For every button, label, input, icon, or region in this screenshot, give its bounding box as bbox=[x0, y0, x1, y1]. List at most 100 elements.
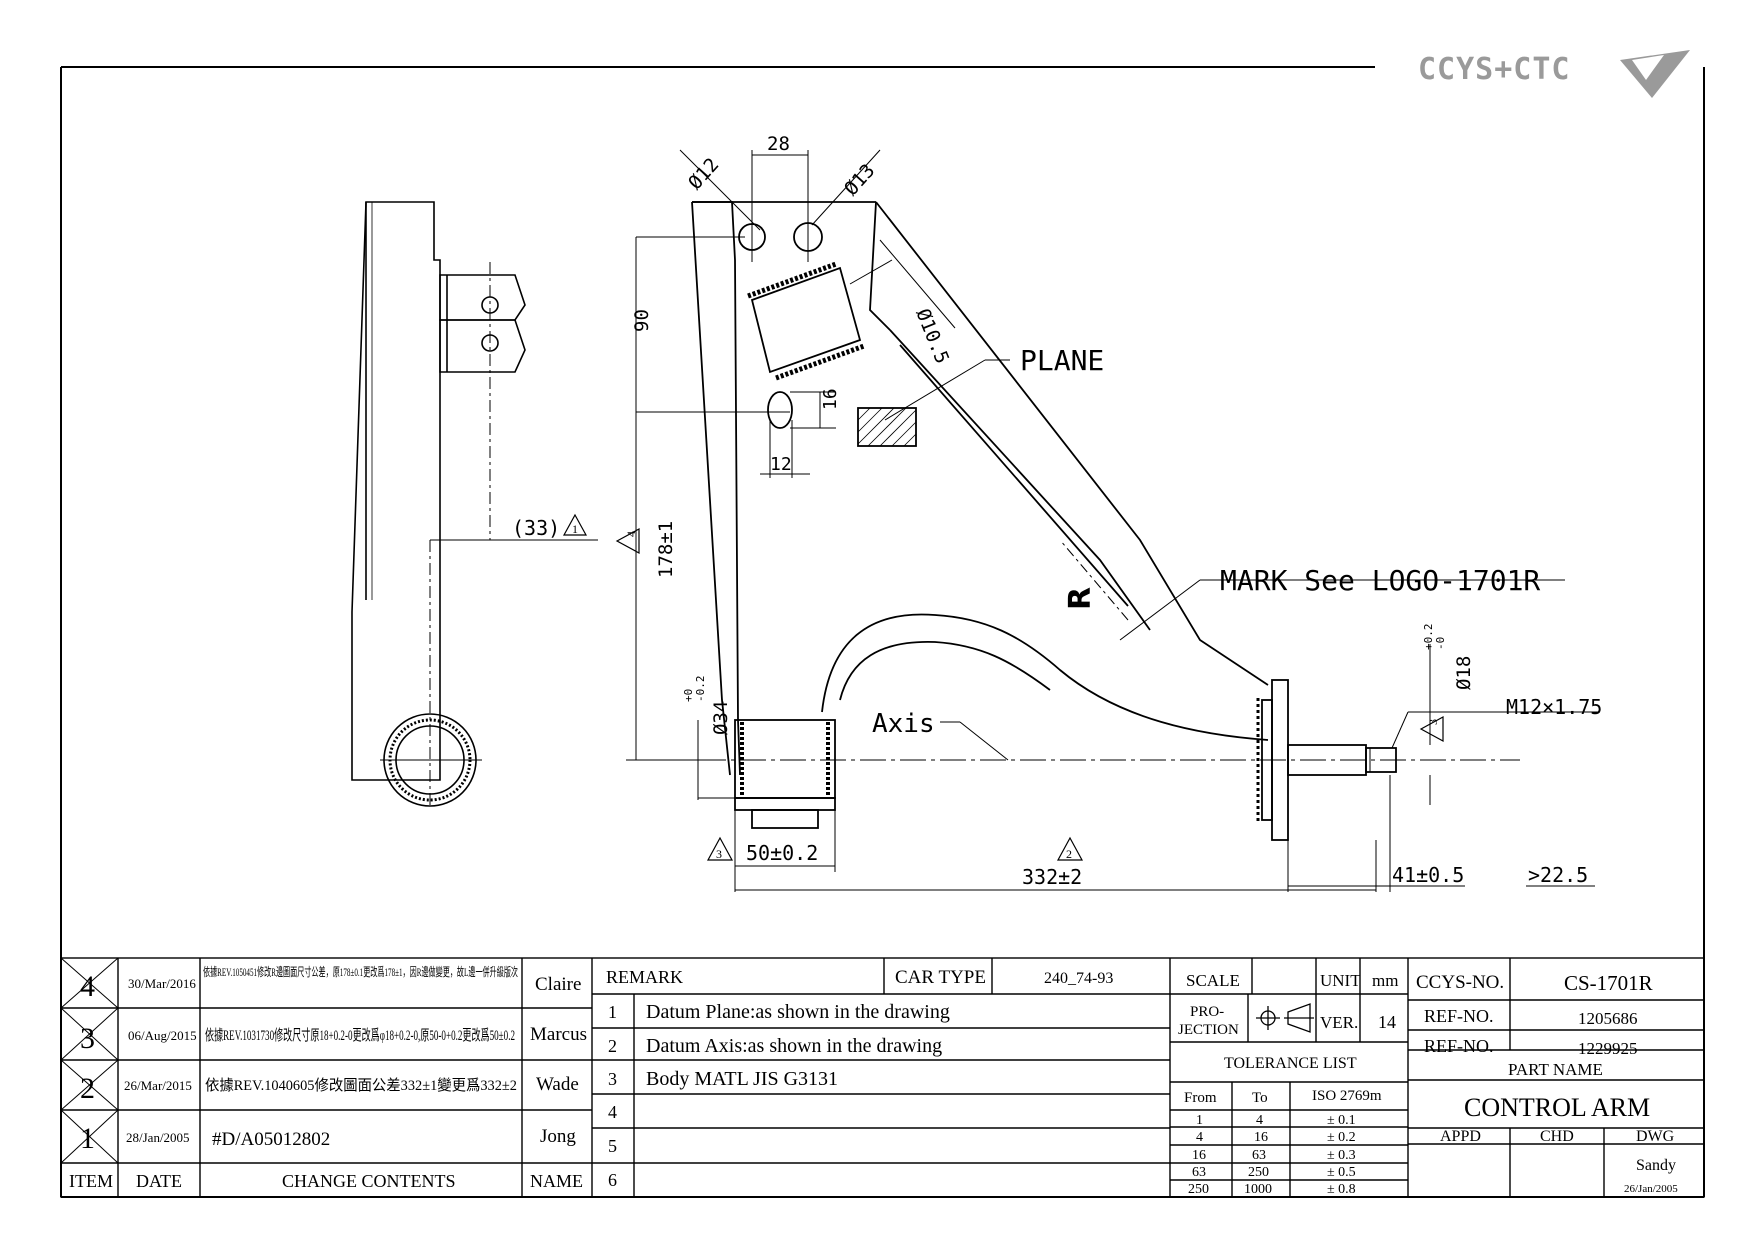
rev-date-3: 06/Aug/2015 bbox=[128, 1028, 197, 1043]
revision-marker-numbers: 4 3 2 3 bbox=[624, 531, 1440, 861]
control-arm-outline bbox=[691, 201, 1397, 841]
tol-from-1: 1 bbox=[1196, 1113, 1203, 1128]
dim-axis: Axis bbox=[872, 709, 935, 739]
tol-from-3: 16 bbox=[1192, 1148, 1206, 1163]
dim-d18-tol-dn: -0 bbox=[1434, 637, 1447, 650]
remark-label: REMARK bbox=[606, 967, 683, 987]
dwg-label: DWG bbox=[1636, 1128, 1675, 1145]
remark-no-5: 5 bbox=[608, 1136, 617, 1156]
drawn-by: Sandy bbox=[1636, 1157, 1676, 1174]
remark-text-1: Datum Plane:as shown in the drawing bbox=[646, 1001, 950, 1023]
ref2-label: REF-NO. bbox=[1424, 1036, 1494, 1056]
part-name-label: PART NAME bbox=[1508, 1060, 1603, 1079]
remark-text-3: Body MATL JIS G3131 bbox=[646, 1068, 838, 1090]
tol-val-2: ± 0.2 bbox=[1327, 1130, 1356, 1145]
part-name: CONTROL ARM bbox=[1464, 1093, 1650, 1122]
rev-mark-side-33: 1 bbox=[572, 522, 578, 536]
dim-d18: Ø18 bbox=[1453, 656, 1475, 690]
rev-mark-18: 3 bbox=[1426, 719, 1440, 725]
tol-to-5: 1000 bbox=[1244, 1182, 1272, 1197]
rev-content-3: 依據REV.1031730修改尺寸原18+0.2-0更改爲φ18+0.2-0,原… bbox=[205, 1027, 515, 1044]
title-block-grid bbox=[60, 957, 1705, 1198]
remark-no-3: 3 bbox=[608, 1069, 617, 1089]
dim-50: 50±0.2 bbox=[746, 841, 818, 865]
ref1-label: REF-NO. bbox=[1424, 1006, 1494, 1026]
rev-header-name: NAME bbox=[530, 1171, 583, 1191]
tol-header-iso: ISO 2769m bbox=[1312, 1088, 1382, 1104]
dim-side-33-text: (33) bbox=[512, 516, 560, 540]
rev-content-4: 依據REV.1050451修改R邊圖面尺寸公差，原178±0.1更改爲178±1… bbox=[203, 964, 518, 979]
tol-from-4: 63 bbox=[1192, 1165, 1206, 1180]
tol-header-to: To bbox=[1252, 1090, 1268, 1106]
dim-pitch-28: 28 bbox=[767, 133, 790, 155]
rev-header-content: CHANGE CONTENTS bbox=[282, 1171, 456, 1191]
dim-16: 16 bbox=[820, 388, 841, 410]
rev-content-1: #D/A05012802 bbox=[212, 1129, 330, 1150]
ccys-label: CCYS-NO. bbox=[1416, 972, 1504, 993]
appd-label: APPD bbox=[1440, 1128, 1481, 1145]
tol-from-5: 250 bbox=[1188, 1182, 1209, 1197]
dim-d10-5: Ø10.5 bbox=[911, 306, 953, 367]
rev-item-2: 2 bbox=[80, 1072, 95, 1105]
unit-value: mm bbox=[1372, 971, 1398, 990]
drawn-date: 26/Jan/2005 bbox=[1624, 1183, 1678, 1195]
rev-mark-50: 3 bbox=[716, 847, 722, 861]
rev-item-3: 3 bbox=[80, 1022, 95, 1055]
dim-d34-tol-up: +0 bbox=[682, 689, 695, 702]
rev-item-1: 1 bbox=[80, 1122, 95, 1155]
tol-val-3: ± 0.3 bbox=[1327, 1148, 1356, 1163]
rev-date-2: 26/Mar/2015 bbox=[124, 1078, 192, 1093]
rev-header-item: ITEM bbox=[69, 1171, 113, 1191]
rev-name-2: Wade bbox=[536, 1074, 579, 1095]
company-logo: CCYS+CTC bbox=[1418, 50, 1690, 98]
chd-label: CHD bbox=[1540, 1128, 1574, 1145]
rev-content-2: 依據REV.1040605修改圖面公差332±1變更爲332±2 bbox=[205, 1077, 517, 1094]
unit-label: UNIT bbox=[1320, 971, 1361, 990]
ccys-value: CS-1701R bbox=[1564, 971, 1653, 995]
dim-plane: PLANE bbox=[1020, 344, 1104, 377]
dim-41: 41±0.5 bbox=[1392, 863, 1464, 887]
tol-to-1: 4 bbox=[1256, 1113, 1263, 1128]
plane-hatch bbox=[857, 407, 917, 447]
tol-header-from: From bbox=[1184, 1090, 1217, 1106]
dim-22-5: >22.5 bbox=[1528, 863, 1588, 887]
rev-name-4: Claire bbox=[535, 974, 581, 995]
ver-value: 14 bbox=[1378, 1012, 1396, 1032]
rev-name-1: Jong bbox=[540, 1126, 576, 1147]
dim-side-33: (33) 1 bbox=[512, 513, 588, 540]
projection-label-2: JECTION bbox=[1178, 1022, 1239, 1038]
car-type-value: 240_74-93 bbox=[1044, 970, 1113, 987]
scale-label: SCALE bbox=[1186, 971, 1240, 990]
dim-332: 332±2 bbox=[1022, 865, 1082, 889]
remark-no-2: 2 bbox=[608, 1036, 617, 1056]
remark-no-4: 4 bbox=[608, 1102, 617, 1122]
revision-markers bbox=[615, 527, 1444, 861]
tol-val-4: ± 0.5 bbox=[1327, 1165, 1356, 1180]
dimension-lines bbox=[626, 149, 1600, 892]
remark-no-6: 6 bbox=[608, 1170, 617, 1190]
dim-d18-tol-up: +0.2 bbox=[1422, 624, 1435, 651]
tol-to-2: 16 bbox=[1254, 1130, 1268, 1145]
ref2-value: 1229925 bbox=[1578, 1039, 1638, 1058]
side-view bbox=[351, 201, 598, 808]
remark-text-2: Datum Axis:as shown in the drawing bbox=[646, 1035, 942, 1057]
tol-val-1: ± 0.1 bbox=[1327, 1113, 1356, 1128]
projection-label-1: PRO- bbox=[1190, 1004, 1224, 1020]
rev-item-4: 4 bbox=[80, 970, 95, 1003]
title-block: CCYS-NO. CS-1701R REF-NO. 1205686 REF-NO… bbox=[1416, 971, 1678, 1195]
dim-mark: MARK See LOGO-1701R bbox=[1220, 564, 1540, 597]
rev-header-date: DATE bbox=[136, 1171, 182, 1191]
dim-12: 12 bbox=[770, 454, 792, 475]
logo-text: CCYS+CTC bbox=[1418, 52, 1571, 87]
remark-no-1: 1 bbox=[608, 1002, 617, 1022]
tol-to-3: 63 bbox=[1252, 1148, 1266, 1163]
dimension-texts: Ø12 28 Ø13 90 Ø10.5 PLANE 16 12 178±1 MA… bbox=[631, 133, 1602, 889]
revision-table: 4 30/Mar/2016 依據REV.1050451修改R邊圖面尺寸公差，原1… bbox=[69, 964, 587, 1191]
tol-val-5: ± 0.8 bbox=[1327, 1182, 1356, 1197]
ref1-value: 1205686 bbox=[1578, 1009, 1638, 1028]
tol-to-4: 250 bbox=[1248, 1165, 1269, 1180]
remark-table: REMARK CAR TYPE 240_74-93 1 Datum Plane:… bbox=[606, 967, 1113, 1190]
dim-d13: Ø13 bbox=[840, 160, 879, 200]
dim-d34-tol-dn: -0.2 bbox=[694, 676, 707, 703]
